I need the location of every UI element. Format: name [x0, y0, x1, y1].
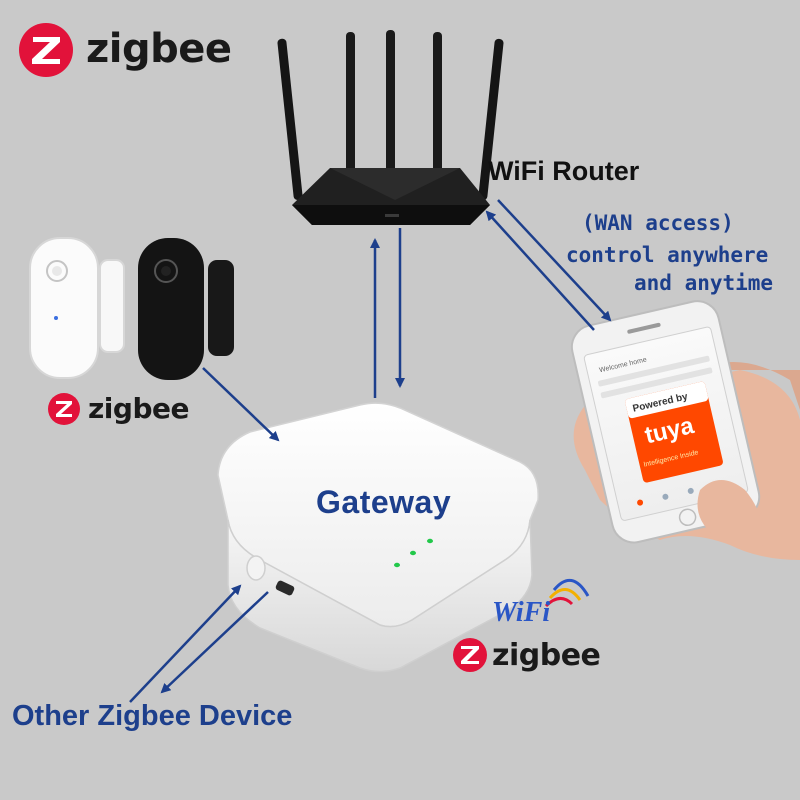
- wifi-signal-icon: [544, 579, 590, 608]
- door-sensor-black: [138, 238, 234, 380]
- zigbee-wordmark: zigbee: [492, 638, 601, 673]
- gateway-device: [217, 402, 539, 673]
- zigbee-logo-icon: [19, 23, 73, 77]
- smartphone-device: Welcome home Powered by tuya Intelligenc…: [570, 300, 800, 560]
- arrow-sensor-to-gateway: [202, 367, 280, 442]
- zigbee-logo-icon: [453, 638, 487, 672]
- wifi-router-device: [277, 30, 504, 225]
- zigbee-wordmark: zigbee: [86, 26, 232, 72]
- connection-arrows: [129, 199, 612, 703]
- anytime-label: and anytime: [634, 271, 774, 295]
- arrow-gateway-to-device: [160, 591, 269, 694]
- wifi-wordmark: WiFi: [492, 597, 551, 628]
- arrow-phone-to-router: [485, 210, 595, 331]
- wan-access-label: (WAN access): [582, 211, 734, 235]
- arrow-device-to-gateway: [129, 584, 242, 703]
- zigbee-wordmark: zigbee: [88, 392, 189, 425]
- router-label: WiFi Router: [488, 156, 640, 186]
- arrow-router-to-phone: [497, 199, 612, 322]
- zigbee-logo-icon: [48, 393, 80, 425]
- control-anywhere-label: control anywhere: [566, 243, 769, 267]
- door-sensor-white: [29, 237, 125, 379]
- gateway-label: Gateway: [316, 484, 452, 520]
- other-device-label: Other Zigbee Device: [12, 700, 293, 732]
